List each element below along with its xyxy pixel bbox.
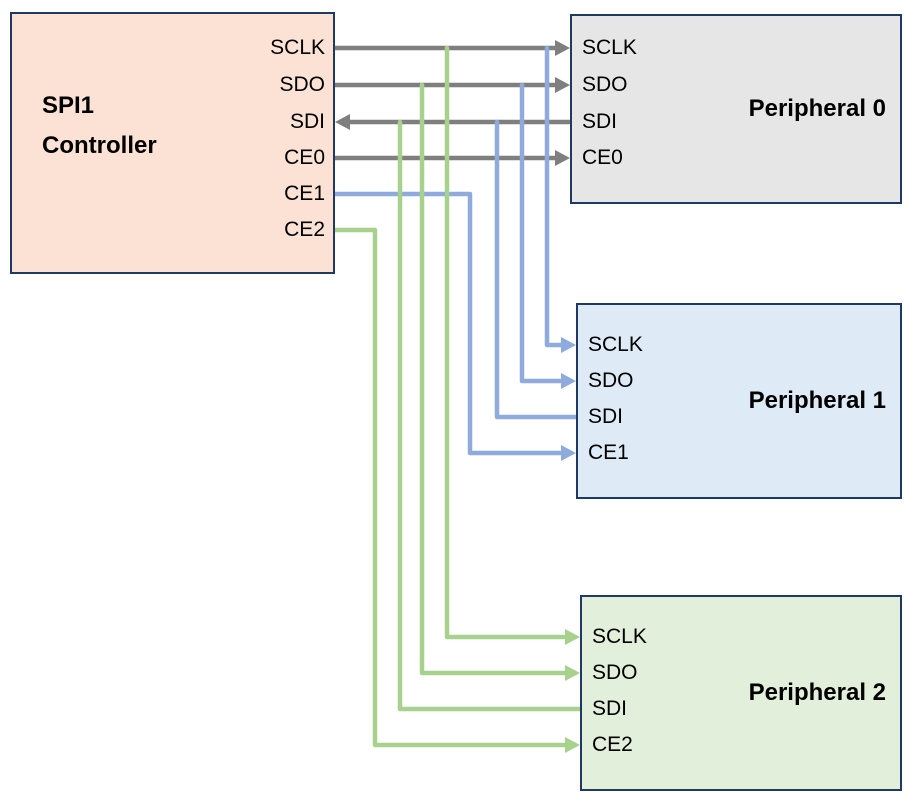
wire-sdi-controller <box>494 119 579 420</box>
wire-sclk-peripheral-2 <box>444 45 573 640</box>
peripheral-1-title: Peripheral 1 <box>748 387 886 414</box>
controller-pin-ce0: CE0 <box>284 146 325 169</box>
wire-sdo-peripheral-2 <box>419 82 573 676</box>
peripheral-1-pin-sdo: SDO <box>588 369 634 392</box>
controller-box: SPI1 Controller <box>10 12 335 274</box>
arrowhead-ce1-peripheral-1 <box>561 445 576 461</box>
wire-sdi-controller <box>397 119 583 712</box>
peripheral-0-pin-ce0: CE0 <box>582 146 623 169</box>
controller-title: SPI1 Controller <box>42 86 157 166</box>
wire-ce2-peripheral-2 <box>332 227 573 748</box>
peripheral-0-pin-sclk: SCLK <box>582 36 637 59</box>
peripheral-box-2: Peripheral 2 <box>580 595 902 791</box>
peripheral-2-title: Peripheral 2 <box>748 679 886 706</box>
arrowhead-sdo-peripheral-0 <box>555 77 570 93</box>
controller-title-line2: Controller <box>42 132 157 159</box>
arrowhead-sdo-peripheral-2 <box>565 665 580 681</box>
controller-pin-ce1: CE1 <box>284 182 325 205</box>
arrowhead-sclk-peripheral-2 <box>565 629 580 645</box>
peripheral-box-1: Peripheral 1 <box>576 303 902 499</box>
peripheral-2-pin-sdo: SDO <box>592 661 638 684</box>
arrowhead-sdi-controller <box>335 114 350 130</box>
controller-pin-sclk: SCLK <box>270 36 325 59</box>
peripheral-1-pin-ce1: CE1 <box>588 441 629 464</box>
peripheral-2-pin-ce2: CE2 <box>592 733 633 756</box>
arrowhead-sclk-peripheral-1 <box>561 337 576 353</box>
arrowhead-ce2-peripheral-2 <box>565 737 580 753</box>
peripheral-2-pin-sclk: SCLK <box>592 625 647 648</box>
peripheral-2-pin-sdi: SDI <box>592 697 628 720</box>
arrowhead-sdo-peripheral-1 <box>561 373 576 389</box>
wire-sdo-peripheral-1 <box>519 82 569 384</box>
arrowhead-ce0-peripheral-0 <box>555 150 570 166</box>
controller-title-line1: SPI1 <box>42 92 95 119</box>
controller-pin-sdi: SDI <box>289 110 325 133</box>
wire-ce1-peripheral-1 <box>332 191 569 456</box>
controller-pin-sdo: SDO <box>279 73 325 96</box>
peripheral-0-pin-sdi: SDI <box>582 110 618 133</box>
peripheral-0-pin-sdo: SDO <box>582 73 628 96</box>
peripheral-1-pin-sclk: SCLK <box>588 333 643 356</box>
peripheral-1-pin-sdi: SDI <box>588 405 624 428</box>
peripheral-0-title: Peripheral 0 <box>748 95 886 122</box>
wire-sclk-peripheral-1 <box>544 45 569 348</box>
arrowhead-sclk-peripheral-0 <box>555 40 570 56</box>
peripheral-box-0: Peripheral 0 <box>570 14 902 204</box>
controller-pin-ce2: CE2 <box>284 218 325 241</box>
